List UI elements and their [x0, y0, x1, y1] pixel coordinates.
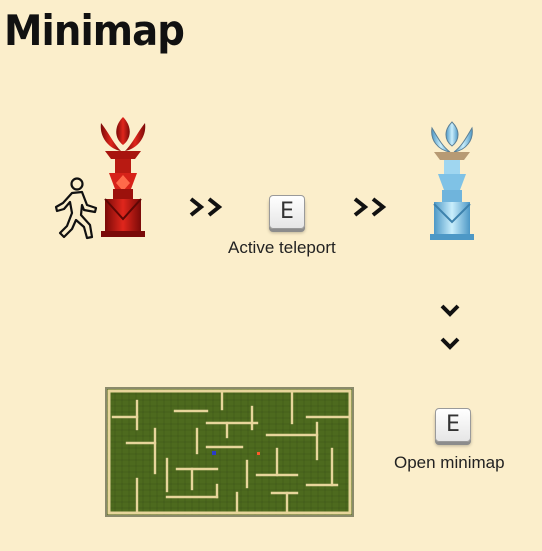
- active-teleport-label: Active teleport: [228, 238, 336, 257]
- page-title: Minimap: [4, 6, 185, 55]
- double-chevron-right-icon: [353, 197, 387, 217]
- blue-teleport-totem-icon: [430, 121, 474, 240]
- double-chevron-right-icon: [189, 197, 223, 217]
- chevron-down-icon: [440, 304, 460, 317]
- e-key-icon: E: [269, 195, 305, 229]
- maze-minimap: [105, 387, 354, 517]
- red-teleport-totem-icon: [100, 117, 146, 237]
- maze-walls: [107, 389, 352, 515]
- walking-person-icon: [54, 177, 98, 240]
- e-key-icon: E: [435, 408, 471, 442]
- chevron-down-icon: [440, 337, 460, 350]
- open-minimap-label: Open minimap: [394, 453, 505, 472]
